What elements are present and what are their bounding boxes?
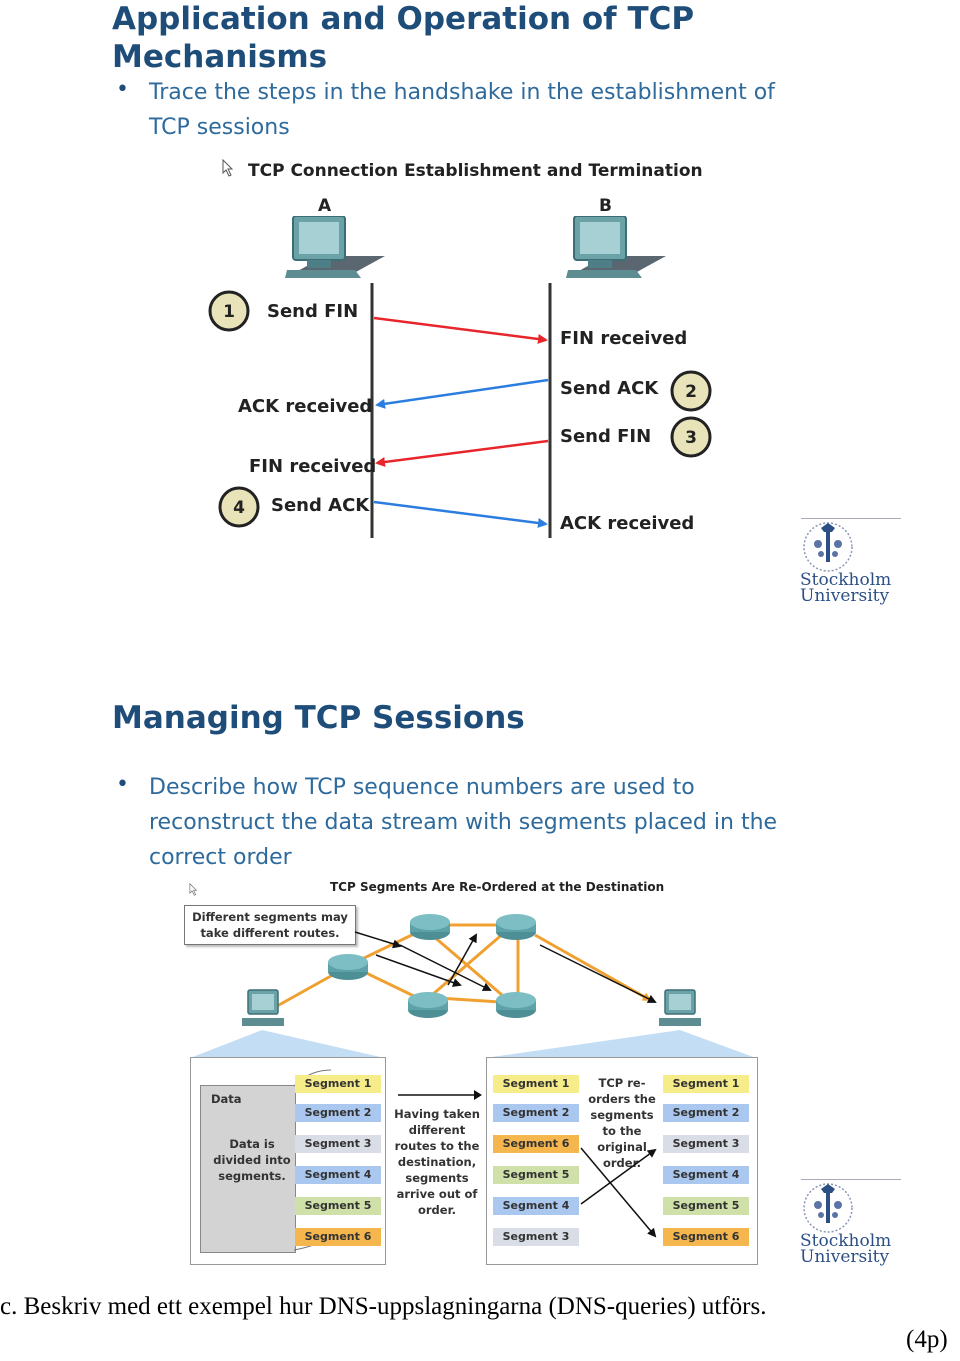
host-b-label: B (599, 196, 612, 216)
destination-panel: Segment 1 Segment 2 Segment 6 Segment 5 … (486, 1057, 758, 1265)
cursor-icon (222, 159, 234, 177)
tcp-diagram-title: TCP Connection Establishment and Termina… (248, 161, 703, 181)
col1-segment-1: Segment 1 (295, 1075, 381, 1093)
step-4-number: 4 (233, 498, 245, 518)
router-3-icon (496, 914, 536, 940)
b-ack-received: ACK received (560, 513, 695, 534)
step-2-number: 2 (685, 382, 697, 402)
routes-callout: Different segments may take different ro… (184, 905, 356, 945)
arrow-fin-1 (373, 316, 548, 344)
slide1-bullet-icon: • (116, 77, 129, 102)
router-1-icon (328, 954, 368, 980)
col3-segment-3: Segment 3 (663, 1135, 749, 1153)
transit-arrow-icon (398, 1090, 482, 1100)
step-4-label: Send ACK (271, 495, 370, 516)
step-3-label: Send FIN (560, 426, 652, 447)
cursor-icon-2 (189, 883, 198, 896)
network-diagram (190, 914, 756, 1058)
question-points: (4p) (906, 1326, 948, 1353)
stockholm-university-logo: Stockholm University (799, 517, 903, 607)
col3-segment-5: Segment 5 (663, 1197, 749, 1215)
a-ack-received: ACK received (238, 396, 373, 417)
slide2-bullet-line2: reconstruct the data stream with segment… (149, 810, 778, 835)
col2-segment-2: Segment 2 (493, 1104, 579, 1122)
destination-computer-icon (659, 989, 701, 1026)
data-block (200, 1085, 296, 1253)
a-fin-received: FIN received (249, 456, 377, 477)
col1-segment-4: Segment 4 (295, 1166, 381, 1184)
col2-segment-1: Segment 1 (493, 1075, 579, 1093)
slide2-bullet-icon: • (116, 772, 129, 797)
b-fin-received: FIN received (560, 328, 688, 349)
step-1-number: 1 (223, 302, 235, 322)
arrow-ack-4 (373, 500, 548, 528)
col1-segment-3: Segment 3 (295, 1135, 381, 1153)
col1-segment-5: Segment 5 (295, 1197, 381, 1215)
step-2-label: Send ACK (560, 378, 659, 399)
col1-segment-2: Segment 2 (295, 1104, 381, 1122)
arrow-ack-2 (375, 378, 549, 409)
computer-a-icon (285, 216, 385, 278)
slide2-bullet-line1: Describe how TCP sequence numbers are us… (149, 775, 695, 800)
slide2-title: Managing TCP Sessions (112, 700, 525, 736)
col1-segment-6: Segment 6 (295, 1228, 381, 1246)
step-1-label: Send FIN (267, 301, 359, 322)
step-3-circle: 3 (670, 416, 712, 458)
col2-segment-5: Segment 5 (493, 1166, 579, 1184)
source-computer-icon (242, 989, 284, 1026)
col2-segment-6: Segment 6 (493, 1135, 579, 1153)
routes-note: Having taken different routes to the des… (394, 1107, 480, 1217)
col3-segment-6: Segment 6 (663, 1228, 749, 1246)
university-seal-icon-2 (803, 1183, 853, 1233)
data-label: Data (211, 1092, 242, 1106)
slide1-title-line2: Mechanisms (112, 39, 328, 75)
col3-segment-1: Segment 1 (663, 1075, 749, 1093)
source-panel: Data Data is divided into segments. Segm… (190, 1057, 386, 1265)
stockholm-university-logo-2: Stockholm University (799, 1178, 903, 1268)
slide2-bullet-line3: correct order (149, 845, 292, 870)
slide1-bullet-line2: TCP sessions (149, 115, 290, 140)
slide1-bullet-line1: Trace the steps in the handshake in the … (149, 80, 775, 105)
reorder-note: TCP re- orders the segments to the origi… (588, 1076, 656, 1170)
router-2-icon (410, 914, 450, 940)
handshake-arrows (370, 283, 552, 538)
col2-segment-4: Segment 4 (493, 1197, 579, 1215)
slide1-title-line1: Application and Operation of TCP (112, 1, 695, 37)
segments-diagram-title: TCP Segments Are Re-Ordered at the Desti… (330, 880, 665, 894)
col3-segment-2: Segment 2 (663, 1104, 749, 1122)
university-seal-icon (803, 522, 853, 572)
exam-question: c. Beskriv med ett exempel hur DNS-uppsl… (0, 1293, 767, 1320)
col2-segment-3: Segment 3 (493, 1228, 579, 1246)
router-4-icon (408, 992, 448, 1018)
computer-b-icon (566, 216, 666, 278)
step-1-circle: 1 (208, 290, 250, 332)
host-a-label: A (318, 196, 332, 216)
arrow-fin-3 (375, 439, 549, 467)
col3-segment-4: Segment 4 (663, 1166, 749, 1184)
step-3-number: 3 (685, 428, 697, 448)
router-5-icon (496, 992, 536, 1018)
step-4-circle: 4 (218, 486, 260, 528)
step-2-circle: 2 (670, 370, 712, 412)
